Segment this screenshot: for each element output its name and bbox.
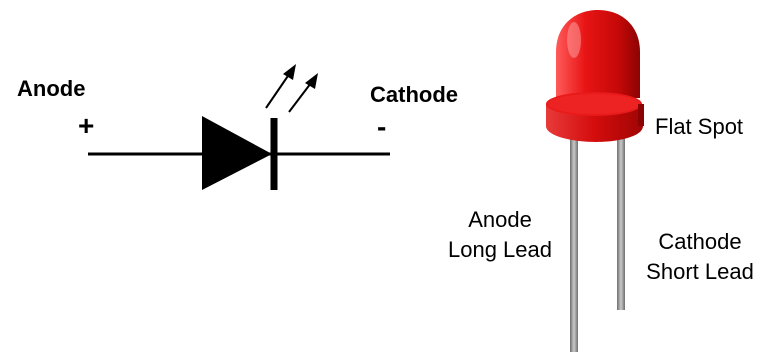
cathode-short-lead-label: Cathode Short Lead: [632, 227, 768, 287]
cathode-short-lead: [617, 130, 625, 310]
led-dome: [556, 10, 640, 98]
cathode-label-line1: Cathode: [658, 229, 742, 254]
anode-label-line2: Long Lead: [448, 237, 552, 262]
anode-long-lead: [570, 130, 578, 352]
anode-long-lead-label: Anode Long Lead: [435, 205, 565, 265]
anode-label-line1: Anode: [468, 207, 532, 232]
flat-spot-label: Flat Spot: [655, 114, 744, 139]
schematic-cathode-sign: -: [377, 111, 387, 142]
diode-triangle: [202, 116, 272, 190]
schematic-cathode-label: Cathode: [370, 82, 458, 107]
cathode-label-line2: Short Lead: [646, 259, 754, 284]
flat-spot: [638, 104, 644, 126]
emission-arrows-icon: [265, 64, 318, 113]
schematic-anode-label: Anode: [17, 76, 86, 101]
schematic-anode-sign: +: [78, 110, 95, 141]
